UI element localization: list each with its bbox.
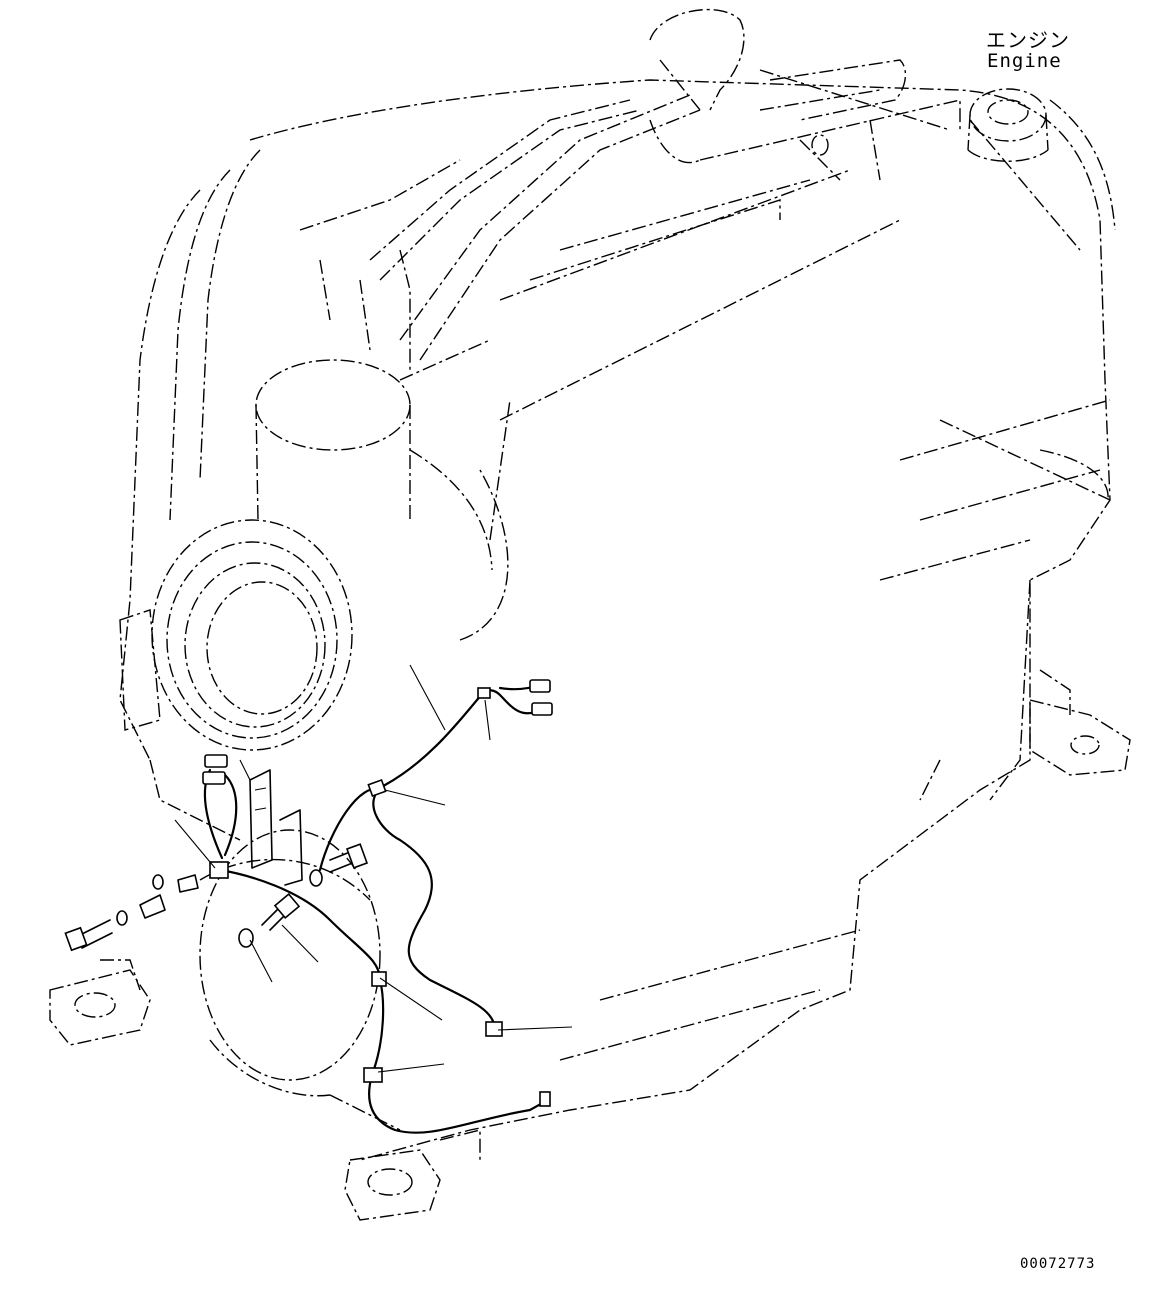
mount-foot-left (49, 959, 151, 1046)
engine-label-en: Engine (987, 50, 1062, 72)
connector-left (202, 754, 229, 879)
clamps (363, 778, 551, 1107)
drawing-number: 00072773 (1020, 1256, 1096, 1272)
connector-top-right (477, 679, 553, 716)
bracket (239, 759, 303, 886)
leader-lines (174, 664, 573, 1073)
bolt-left (64, 874, 199, 952)
engine-block-outline (119, 69, 1116, 1161)
air-cleaner (255, 359, 493, 571)
intake-pipes (299, 8, 907, 370)
filler-cap (967, 88, 1049, 162)
bolt-center (238, 892, 301, 948)
mount-foot-right (1029, 669, 1131, 776)
wiring-harness (203, 683, 550, 1134)
flywheel-housing (149, 759, 401, 1131)
mount-foot-bottom (344, 1129, 481, 1221)
bolt-right (309, 843, 369, 887)
pulley (119, 519, 353, 751)
engine-label-jp: エンジン (986, 28, 1070, 52)
